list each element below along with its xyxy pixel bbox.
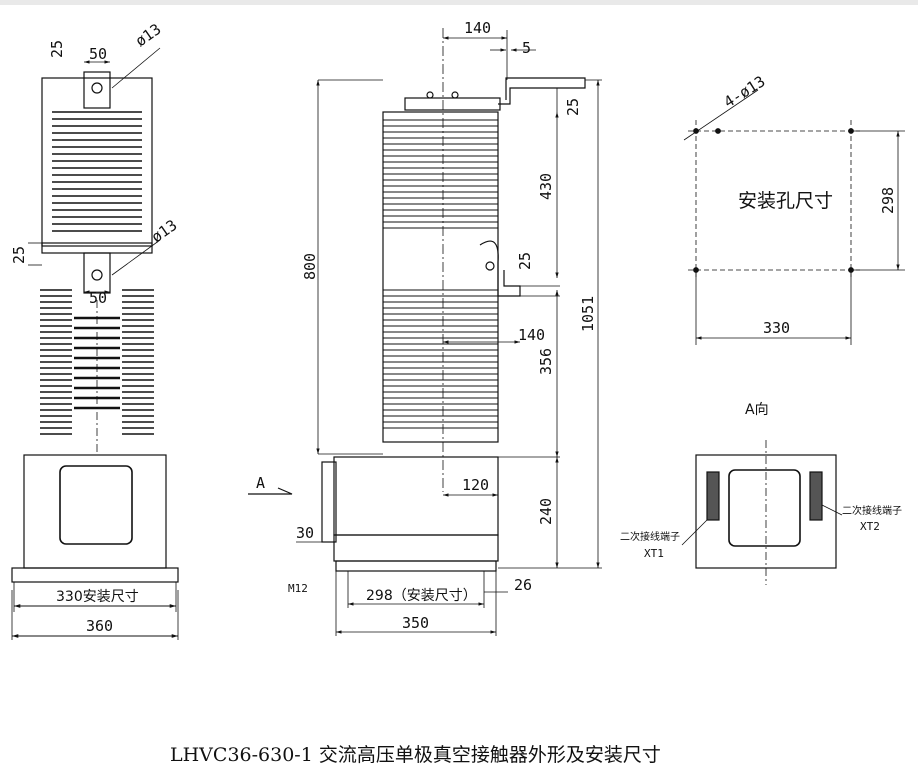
front-top-terminal bbox=[83, 71, 111, 109]
side-dim-140-top: 140 bbox=[464, 19, 491, 37]
side-dim-140-mid: 140 bbox=[518, 326, 545, 344]
terminal-left-label: 二次接线端子 bbox=[620, 530, 680, 543]
side-body-ribs bbox=[383, 119, 498, 429]
side-dim-5: 5 bbox=[522, 39, 531, 57]
front-side-fins bbox=[40, 289, 154, 435]
a-view-window bbox=[728, 469, 801, 547]
side-view bbox=[248, 28, 602, 636]
front-lower-discs bbox=[74, 316, 120, 410]
side-base-width-label: 350 bbox=[402, 614, 429, 632]
front-mid-hole bbox=[91, 269, 103, 281]
front-dim-phi13-top: ø13 bbox=[132, 20, 165, 50]
top-border-strip bbox=[0, 0, 918, 5]
front-base-window bbox=[59, 465, 133, 545]
terminal-block-xt2 bbox=[809, 471, 823, 521]
side-base-box bbox=[333, 456, 499, 536]
terminal-left-code: XT1 bbox=[644, 547, 664, 560]
side-mount-width-label: 298（安装尺寸） bbox=[366, 588, 477, 604]
a-view bbox=[681, 440, 843, 585]
front-dim-phi13-mid: ø13 bbox=[148, 216, 181, 246]
front-dim-50-top: 50 bbox=[89, 45, 107, 63]
front-view bbox=[11, 47, 179, 640]
side-dim-25-b: 25 bbox=[516, 252, 534, 270]
front-dim-50-mid: 50 bbox=[89, 289, 107, 307]
side-dim-240: 240 bbox=[537, 498, 555, 525]
front-upper-housing bbox=[41, 77, 153, 247]
terminal-right-code: XT2 bbox=[860, 520, 880, 533]
side-top-plate bbox=[404, 97, 501, 111]
side-dim-1051: 1051 bbox=[579, 296, 597, 332]
drawing-caption: LHVC36-630-1 交流高压单极真空接触器外形及安装尺寸 bbox=[170, 744, 661, 766]
side-bolt-label: M12 bbox=[288, 582, 308, 595]
front-mid-band bbox=[41, 242, 153, 254]
front-upper-ribs bbox=[52, 111, 142, 232]
front-top-hole bbox=[91, 82, 103, 94]
hole-note: 4-ø13 bbox=[721, 72, 769, 111]
hole-layout-title: 安装孔尺寸 bbox=[738, 190, 833, 212]
side-dim-26: 26 bbox=[514, 576, 532, 594]
side-dim-800: 800 bbox=[301, 253, 319, 280]
side-top-terminal-bar bbox=[498, 77, 586, 105]
a-view-title: A向 bbox=[745, 402, 769, 418]
terminal-right-label: 二次接线端子 bbox=[842, 504, 902, 517]
side-dim-430: 430 bbox=[537, 173, 555, 200]
side-dim-30: 30 bbox=[296, 524, 314, 542]
side-dim-25-a: 25 bbox=[564, 98, 582, 116]
side-dim-356: 356 bbox=[537, 348, 555, 375]
hole-dim-330: 330 bbox=[763, 319, 790, 337]
hole-layout bbox=[683, 89, 905, 345]
side-body-outline bbox=[382, 111, 499, 443]
side-dim-120: 120 bbox=[462, 476, 489, 494]
front-base-box bbox=[23, 454, 167, 569]
front-mount-width-label: 330安装尺寸 bbox=[56, 589, 139, 605]
front-dim-25-top: 25 bbox=[48, 40, 66, 58]
side-view-arrow-label: A bbox=[256, 474, 265, 492]
side-mid-terminal-bar bbox=[479, 240, 521, 297]
front-base-flange bbox=[11, 567, 179, 583]
hole-dim-298: 298 bbox=[879, 187, 897, 214]
front-mid-terminal bbox=[83, 252, 111, 294]
front-base-width-label: 360 bbox=[86, 617, 113, 635]
front-dim-25-mid: 25 bbox=[10, 246, 28, 264]
terminal-block-xt1 bbox=[706, 471, 720, 521]
